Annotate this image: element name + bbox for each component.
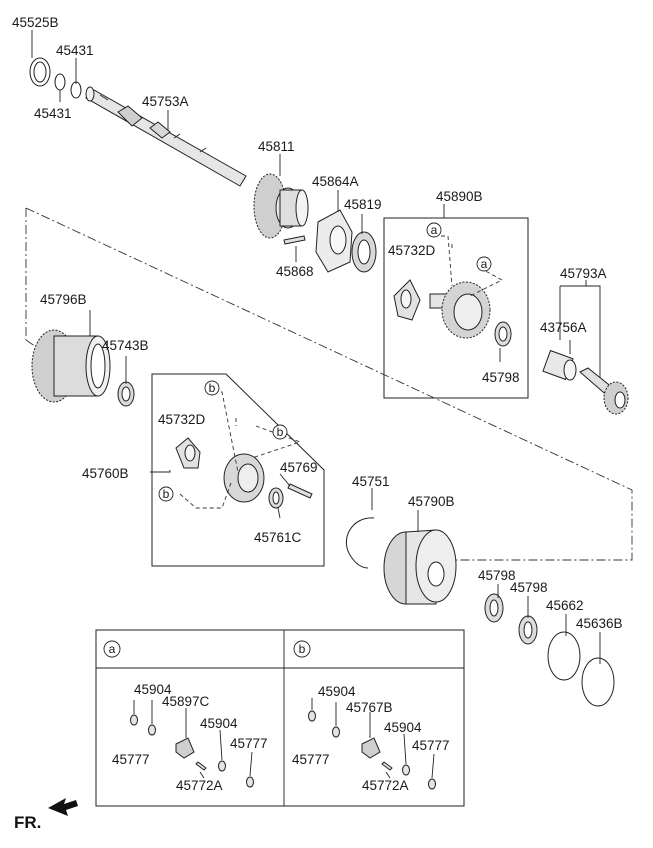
label-45431-top: 45431	[56, 43, 94, 58]
label-45796b: 45796B	[40, 292, 87, 307]
label-a-45772a: 45772A	[176, 778, 223, 793]
output-shaft	[85, 86, 247, 187]
washer-45798-mid	[484, 593, 504, 623]
label-45798-low: 45798	[510, 580, 548, 595]
label-45753a: 45753A	[142, 94, 189, 109]
drum-45790b	[383, 529, 457, 605]
label-45732d-lower: 45732D	[158, 412, 206, 427]
washer-45798-low	[518, 615, 538, 645]
leader-lines	[31, 30, 601, 664]
label-a-45904-1: 45904	[134, 682, 172, 697]
front-direction-label: FR.	[14, 813, 41, 832]
label-a-45897c: 45897C	[162, 694, 210, 709]
label-b-45777-2: 45777	[412, 738, 450, 753]
label-45431-left: 45431	[34, 106, 72, 121]
label-45793a: 45793A	[560, 266, 607, 281]
label-a-45777-2: 45777	[230, 736, 268, 751]
label-b-45904-2: 45904	[384, 720, 422, 735]
marker-b-top: b	[204, 380, 220, 396]
label-b-45772a: 45772A	[362, 778, 409, 793]
label-45636b: 45636B	[576, 616, 623, 631]
label-a-45904-2: 45904	[200, 716, 238, 731]
label-45769: 45769	[280, 460, 318, 475]
gear-45811	[253, 173, 309, 239]
marker-a-text: a	[481, 257, 488, 271]
marker-b-text: b	[277, 425, 284, 439]
snap-ring-45431-left	[54, 73, 66, 91]
label-45868: 45868	[276, 264, 314, 279]
ring-45662	[547, 631, 581, 681]
label-45811: 45811	[258, 139, 295, 154]
pin-45868	[283, 235, 306, 245]
label-b-45767b: 45767B	[346, 700, 393, 715]
label-45525b: 45525B	[12, 15, 59, 30]
snap-ring-45431-top	[70, 81, 82, 99]
detail-b-marker-text: b	[299, 642, 306, 656]
front-arrow-icon	[48, 798, 78, 816]
label-45760b: 45760B	[82, 466, 129, 481]
box-45890b	[383, 217, 529, 399]
box-45760b	[151, 373, 325, 567]
label-b-45904-1: 45904	[318, 684, 356, 699]
oil-seal-inner	[33, 61, 47, 83]
detail-dividers	[96, 630, 464, 806]
label-b-45777-1: 45777	[292, 752, 330, 767]
label-45761c: 45761C	[254, 530, 302, 545]
drum-45796b	[31, 329, 111, 403]
marker-b-right: b	[272, 424, 288, 440]
label-45751: 45751	[352, 474, 390, 489]
marker-a-upper: a	[426, 222, 442, 238]
label-45890b: 45890B	[436, 189, 483, 204]
label-45743b: 45743B	[102, 338, 149, 353]
marker-b-text: b	[209, 381, 216, 395]
oil-seal-45525b	[29, 57, 51, 87]
ring-45636b	[581, 657, 615, 707]
planet-carrier-45760b	[175, 437, 313, 509]
ref-lines-a-upper	[434, 235, 503, 297]
detail-a-leaders	[133, 700, 253, 779]
marker-b-text: b	[163, 487, 170, 501]
detail-a-parts	[130, 714, 254, 788]
label-a-45777-1: 45777	[112, 752, 150, 767]
detail-a-marker-text: a	[109, 642, 116, 656]
detail-b-leaders	[311, 698, 435, 779]
marker-a-text: a	[431, 223, 438, 237]
label-45798-upper: 45798	[482, 370, 520, 385]
bearing-45819	[351, 231, 377, 273]
label-43756a: 43756A	[540, 320, 587, 335]
detail-frame	[95, 629, 465, 807]
label-45819: 45819	[344, 197, 382, 212]
detail-a-marker: a	[103, 640, 121, 658]
label-45662: 45662	[546, 598, 584, 613]
shaft-45793a	[579, 367, 629, 415]
label-45798-mid: 45798	[478, 568, 516, 583]
snap-ring-45751	[346, 517, 375, 569]
label-45732d-upper: 45732D	[388, 243, 436, 258]
planet-carrier-45890b	[393, 279, 512, 347]
bracket-45793a	[559, 285, 601, 380]
detail-b-marker: b	[293, 640, 311, 658]
marker-b-left: b	[158, 486, 174, 502]
marker-a-right: a	[476, 256, 492, 272]
carrier-45864a	[315, 209, 353, 273]
label-45864a: 45864A	[312, 174, 359, 189]
detail-b-parts	[308, 710, 436, 790]
thrust-washer-45743b	[117, 381, 135, 407]
bushing-43756a	[542, 349, 577, 381]
ref-lines-b	[179, 391, 302, 509]
label-45790b: 45790B	[408, 494, 455, 509]
